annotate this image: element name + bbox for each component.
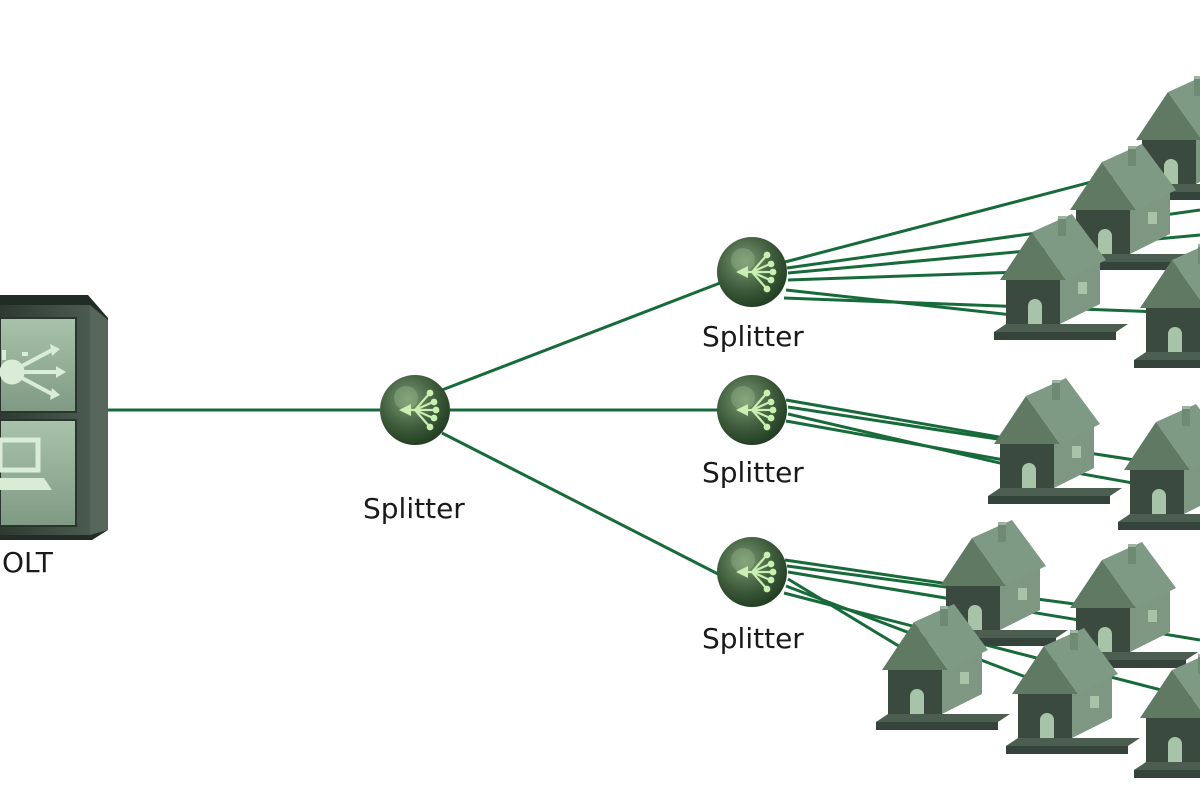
houses-mid-group [988,378,1200,530]
houses-bottom-group [876,520,1200,778]
house-icon [988,378,1122,504]
fiber-drop [783,296,1161,314]
optical-splitter-icon [715,535,789,609]
fiber-main-to-bottom-splitter [441,431,721,577]
bottom-splitter-label: Splitter [702,622,804,655]
mid-splitter-label: Splitter [702,456,804,489]
top-splitter [715,235,789,309]
main-splitter-label: Splitter [363,492,465,525]
house-icon [1118,404,1200,530]
fiber-main-to-top-splitter [441,281,721,392]
fiber-drop [784,166,1146,264]
houses-top-group [994,74,1200,368]
olt-device-icon [0,295,108,540]
mid-splitter [715,373,789,447]
olt-label: OLT [2,546,54,579]
top-splitter-label: Splitter [702,320,804,353]
bottom-splitter [715,535,789,609]
broadcast-icon [0,344,66,400]
optical-splitter-icon [715,373,789,447]
optical-splitter-icon [378,373,452,447]
optical-splitter-icon [715,235,789,309]
fiber-drop [783,591,1200,702]
main-splitter [378,373,452,447]
laptop-icon [0,437,52,490]
house-icon [1134,652,1200,778]
